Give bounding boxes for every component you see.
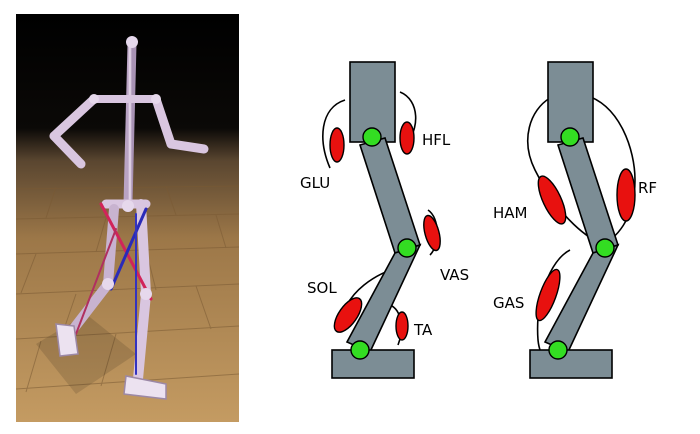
muscle-rf: [616, 168, 636, 222]
leg-diagram-mono: HFL GLU VAS SOL TA: [300, 61, 469, 379]
muscle-hfl: [399, 121, 415, 155]
muscle-ta: [395, 311, 409, 341]
muscle-vas: [423, 214, 441, 252]
left-foot: [55, 323, 79, 357]
label-sol: SOL: [307, 279, 337, 297]
simulation-render: [16, 14, 239, 422]
label-rf: RF: [638, 179, 657, 197]
muscle-ham: [537, 175, 567, 225]
label-vas: VAS: [440, 266, 469, 284]
knee-joint: [397, 238, 417, 258]
muscle-glu: [329, 127, 345, 163]
muscle-sol: [333, 297, 363, 333]
muscle-gas: [535, 268, 561, 322]
foot-block-2: [529, 349, 613, 379]
skeleton-joints: [89, 36, 161, 300]
label-glu: GLU: [300, 174, 330, 192]
foot-block: [331, 349, 415, 379]
ankle-joint: [350, 340, 370, 360]
thigh-bone: [358, 137, 422, 255]
label-ham: HAM: [493, 204, 527, 222]
thigh-bone-2: [556, 137, 620, 255]
knee-joint-2: [595, 238, 615, 258]
muscle-diagram: HFL GLU VAS SOL TA: [300, 61, 657, 379]
leg-diagram-bi: HAM RF GAS: [493, 61, 657, 379]
ankle-joint-2: [548, 340, 568, 360]
skeleton: [49, 39, 209, 384]
label-hfl: HFL: [422, 131, 451, 149]
label-ta: TA: [413, 321, 433, 339]
hip-joint: [362, 127, 382, 147]
hip-joint-2: [560, 127, 580, 147]
right-foot: [123, 375, 167, 400]
label-gas: GAS: [493, 294, 524, 312]
